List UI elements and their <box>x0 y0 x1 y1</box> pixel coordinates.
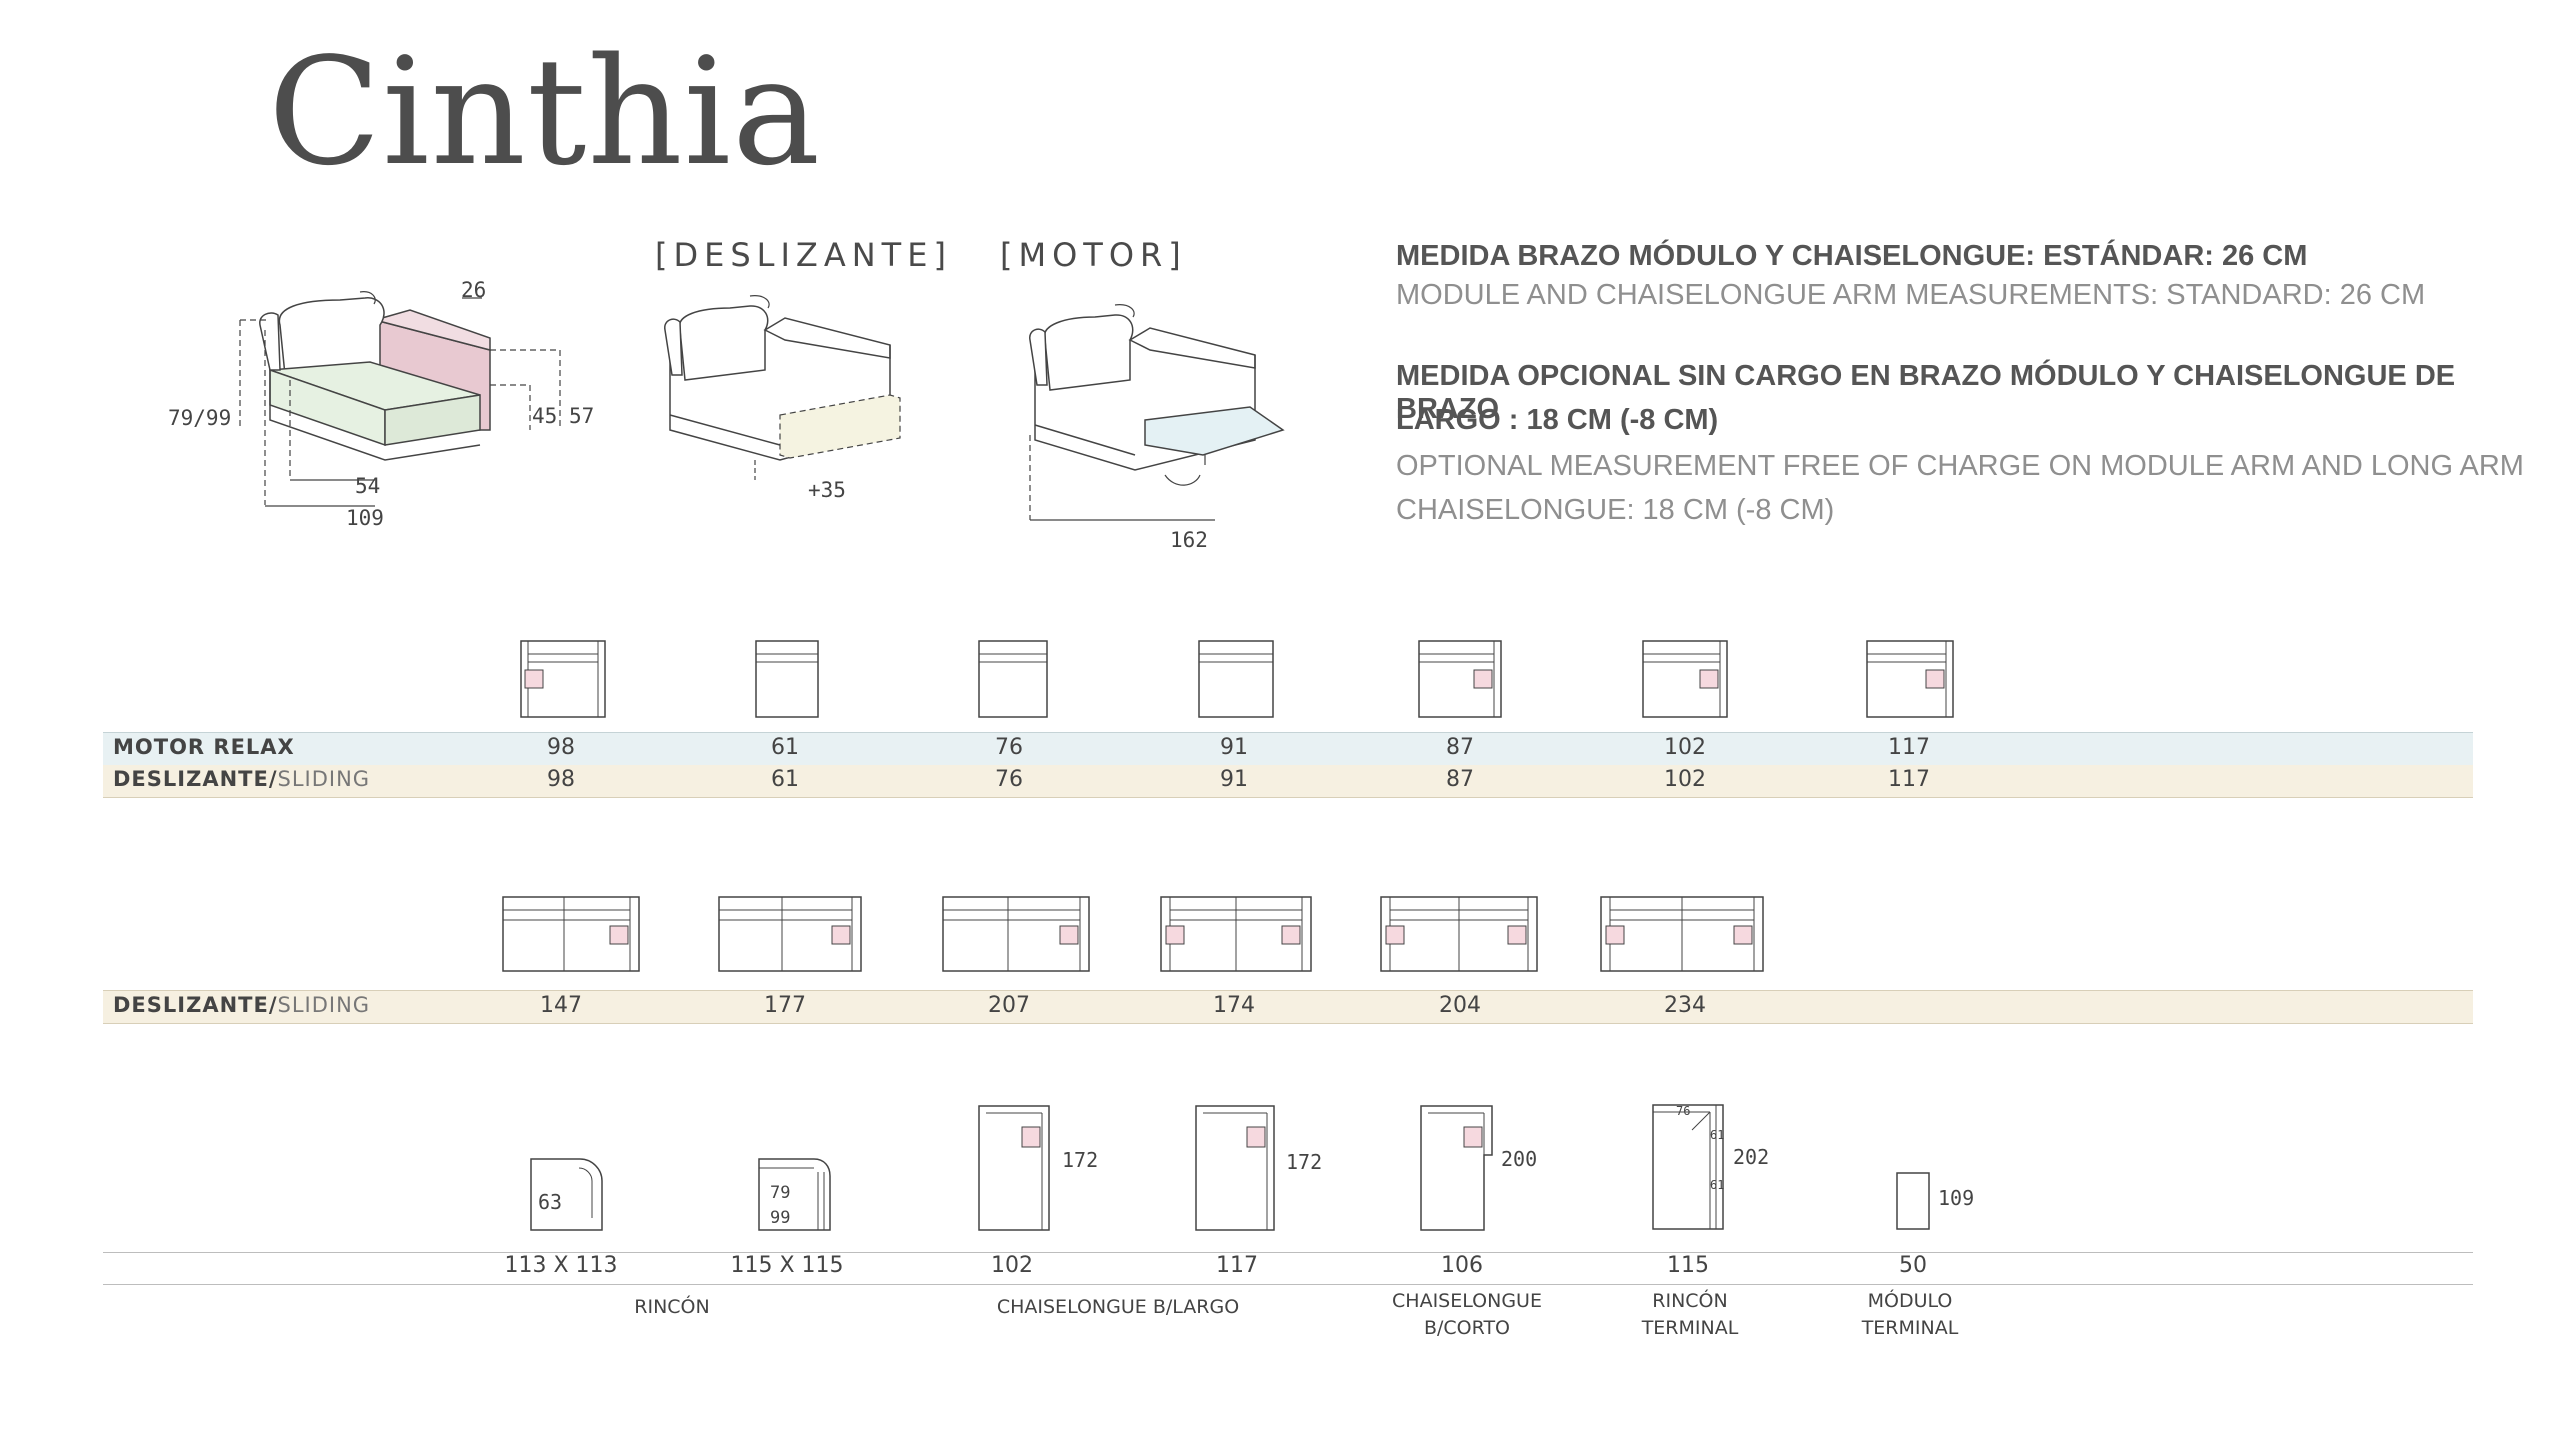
corner-large-label-b: 99 <box>770 1208 791 1228</box>
spec-optional-es-2: LARGO : 18 CM (-8 CM) <box>1396 404 1719 436</box>
chaise-short-icon <box>1420 1105 1494 1233</box>
motor-relax-row: MOTOR RELAX 98 61 76 91 87 102 117 <box>103 732 2473 766</box>
arm-height-dim: 57 <box>569 404 595 428</box>
corner-small-label: 63 <box>538 1190 563 1214</box>
piece-size: 50 <box>1899 1253 1927 1278</box>
spec-optional-es-1: MEDIDA OPCIONAL SIN CARGO EN BRAZO MÓDUL… <box>1396 360 2456 425</box>
sliding-value: 87 <box>1446 767 1474 792</box>
motor-extension-dim: 162 <box>1170 528 1208 552</box>
sofa-value: 204 <box>1439 993 1481 1018</box>
piece-size: 115 X 115 <box>730 1253 844 1278</box>
terminal-corner-length: 202 <box>1733 1145 1770 1169</box>
seat-height-dim: 45 <box>532 404 558 428</box>
motor-value: 91 <box>1220 735 1248 760</box>
sliding-label: DESLIZANTE/SLIDING <box>113 767 371 791</box>
motor-value: 87 <box>1446 735 1474 760</box>
sliding-value: 102 <box>1664 767 1706 792</box>
corner-icon-large <box>758 1158 832 1232</box>
module-icon-76 <box>978 640 1048 720</box>
module-icon-98 <box>520 640 606 720</box>
piece-size: 113 X 113 <box>504 1253 618 1278</box>
motor-value: 98 <box>547 735 575 760</box>
chaise-long-1-length: 172 <box>1062 1148 1099 1172</box>
spec-standard-es: MEDIDA BRAZO MÓDULO Y CHAISELONGUE: ESTÁ… <box>1396 240 2308 272</box>
motor-value: 102 <box>1664 735 1706 760</box>
motor-module-drawing <box>1025 295 1305 540</box>
depth-dim: 109 <box>346 506 384 530</box>
sliding-value: 61 <box>771 767 799 792</box>
sofa-icon-147 <box>502 896 640 974</box>
sliding-value: 117 <box>1888 767 1930 792</box>
chaise-long-icon-1 <box>978 1105 1050 1233</box>
arm-width-dim: 26 <box>461 278 487 302</box>
piece-size: 117 <box>1216 1253 1258 1278</box>
row3-top-line <box>103 1252 2473 1253</box>
module-icon-61 <box>755 640 819 720</box>
module-dimension-drawing <box>160 270 620 545</box>
terminal-corner-side-label-a: 61 <box>1710 1128 1725 1142</box>
module-icon-102 <box>1642 640 1728 720</box>
terminal-corner-icon <box>1652 1104 1724 1232</box>
sofa-value: 234 <box>1664 993 1706 1018</box>
page-title: Cinthia <box>268 26 822 198</box>
sliding-label: DESLIZANTE/SLIDING <box>113 993 371 1017</box>
spec-optional-en-2: CHAISELONGUE: 18 CM (-8 CM) <box>1396 494 1835 526</box>
sofa-icon-174 <box>1160 896 1312 974</box>
row3-bottom-line <box>103 1284 2473 1285</box>
chaise-long-icon-2 <box>1195 1105 1275 1233</box>
sofa-value: 207 <box>988 993 1030 1018</box>
chaise-short-length: 200 <box>1501 1147 1538 1171</box>
piece-size: 106 <box>1441 1253 1483 1278</box>
sofa-icon-207 <box>942 896 1090 974</box>
piece-size: 115 <box>1667 1253 1709 1278</box>
corner-large-label-a: 79 <box>770 1183 791 1203</box>
sliding-value: 91 <box>1220 767 1248 792</box>
motor-relax-label: MOTOR RELAX <box>113 735 295 759</box>
terminal-module-length: 109 <box>1938 1186 1975 1210</box>
motor-value: 117 <box>1888 735 1930 760</box>
sofa-icon-204 <box>1380 896 1538 974</box>
deslizante-label: [DESLIZANTE] <box>655 236 952 274</box>
sliding-value: 76 <box>995 767 1023 792</box>
piece-size: 102 <box>991 1253 1033 1278</box>
sofa-value: 147 <box>540 993 582 1018</box>
sofa-value: 177 <box>764 993 806 1018</box>
sofa-icon-234 <box>1600 896 1764 974</box>
sliding-value: 98 <box>547 767 575 792</box>
caption-rincon: RINCÓN <box>634 1296 710 1318</box>
module-icon-87 <box>1418 640 1502 720</box>
module-icon-91 <box>1198 640 1274 720</box>
motor-value: 61 <box>771 735 799 760</box>
terminal-corner-side-label-b: 61 <box>1710 1178 1725 1192</box>
sliding-module-drawing <box>660 290 920 495</box>
sliding-row-2: DESLIZANTE/SLIDING 147 177 207 174 204 2… <box>103 990 2473 1024</box>
spec-standard-en: MODULE AND CHAISELONGUE ARM MEASUREMENTS… <box>1396 279 2426 311</box>
terminal-module-icon <box>1896 1172 1930 1232</box>
seat-depth-dim: 54 <box>355 474 381 498</box>
corner-icon-small <box>530 1158 604 1232</box>
height-dim: 79/99 <box>168 406 232 430</box>
sofa-icon-177 <box>718 896 862 974</box>
spec-optional-en-1: OPTIONAL MEASUREMENT FREE OF CHARGE ON M… <box>1396 450 2524 482</box>
chaise-long-2-length: 172 <box>1286 1150 1323 1174</box>
sofa-value: 174 <box>1213 993 1255 1018</box>
terminal-corner-top-label: 76 <box>1676 1104 1691 1118</box>
slide-extension-dim: +35 <box>808 478 846 502</box>
module-icon-117 <box>1866 640 1954 720</box>
motor-value: 76 <box>995 735 1023 760</box>
sliding-row-1: DESLIZANTE/SLIDING 98 61 76 91 87 102 11… <box>103 765 2473 798</box>
caption-chaise-largo: CHAISELONGUE B/LARGO <box>996 1296 1240 1318</box>
motor-label: [MOTOR] <box>1000 236 1187 274</box>
